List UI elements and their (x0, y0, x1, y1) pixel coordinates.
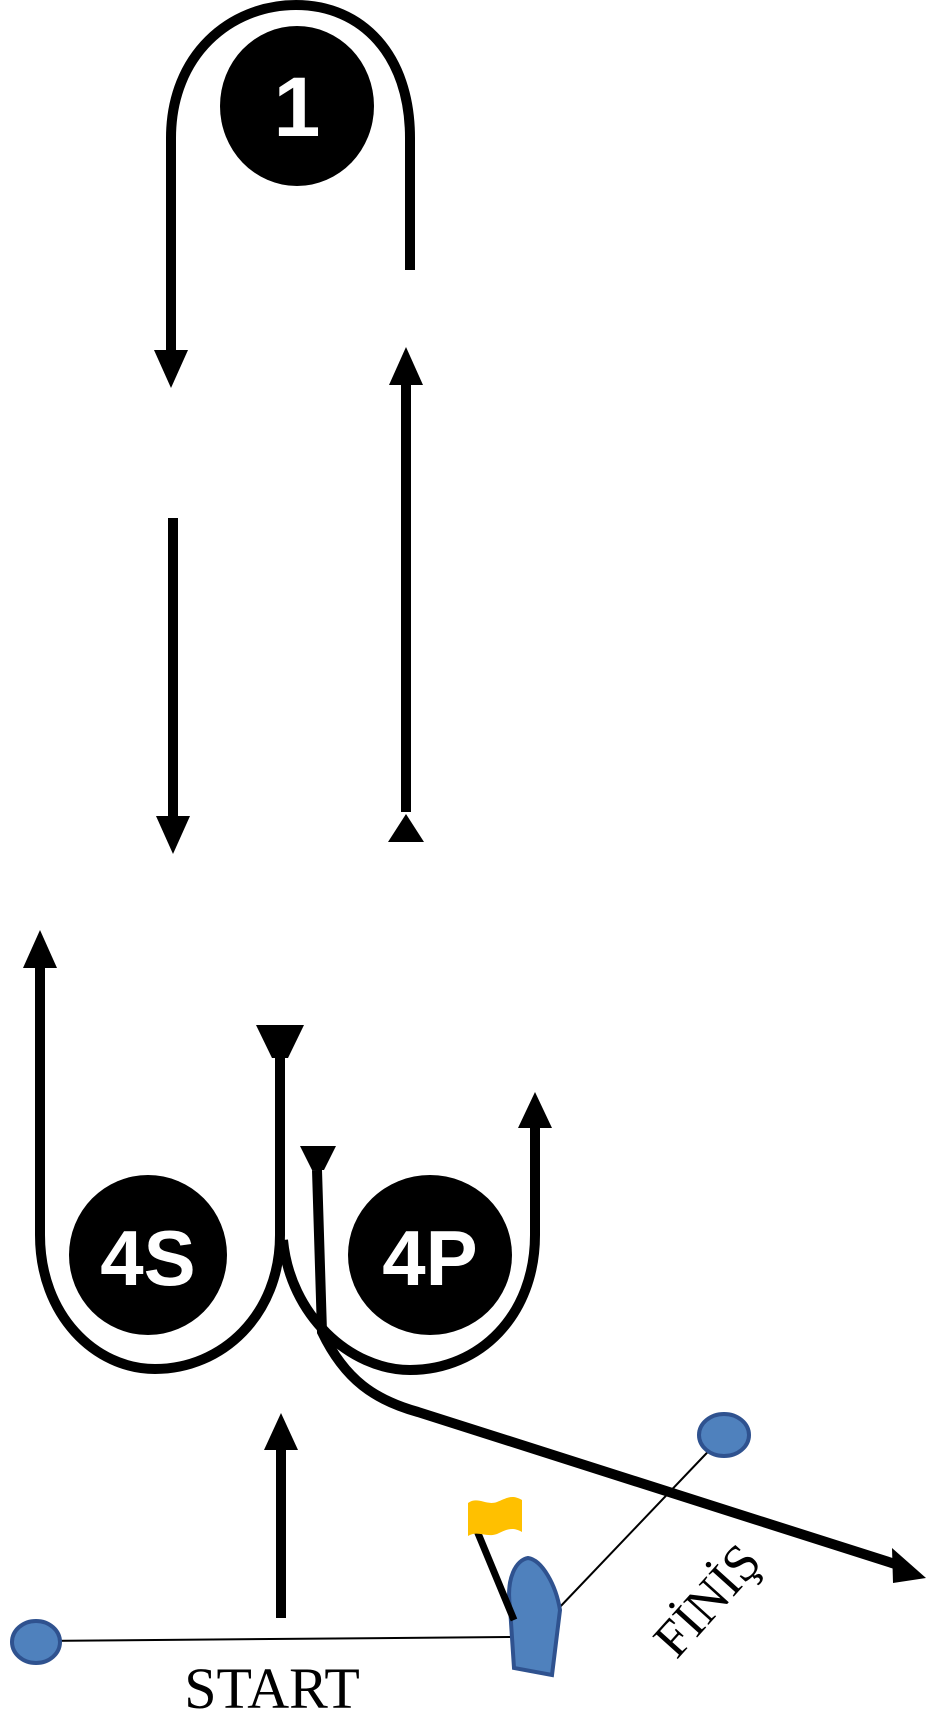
arrowhead-up (23, 930, 57, 968)
finish-line-label: FİNİŞ (643, 1534, 772, 1669)
finish-buoy-icon (697, 1412, 751, 1458)
arrowhead-tail-mark (256, 1025, 304, 1058)
rounding-path-mark-4p (278, 1125, 540, 1376)
start-line (35, 1636, 511, 1642)
start-line-label: START (184, 1656, 360, 1714)
start-pin-buoy-icon (10, 1619, 62, 1665)
mark-4s: 4S (69, 1175, 227, 1335)
arrowhead-right (892, 1548, 926, 1583)
mark-1: 1 (220, 26, 374, 186)
mark-4p-label: 4P (382, 1214, 477, 1302)
mark-4s-label: 4S (100, 1214, 195, 1302)
flag-pole (471, 1524, 518, 1622)
finish-leg-path (312, 1169, 897, 1569)
rounding-path-mark-1 (166, 0, 415, 270)
arrowhead-up (264, 1413, 298, 1450)
finish-line (557, 1436, 723, 1610)
arrowhead-tail-mark (300, 1146, 336, 1170)
flag-icon (468, 1496, 522, 1536)
mark-4p: 4P (348, 1175, 512, 1335)
arrowhead-down (154, 350, 188, 388)
mark-1-label: 1 (274, 60, 321, 154)
arrowhead-up (518, 1092, 552, 1128)
arrowhead-up (389, 347, 423, 385)
rounding-path-mark-4s (35, 968, 285, 1375)
arrowhead-down (156, 816, 190, 854)
committee-boat-icon (507, 1555, 563, 1678)
arrowhead-tail-mark (388, 814, 424, 842)
